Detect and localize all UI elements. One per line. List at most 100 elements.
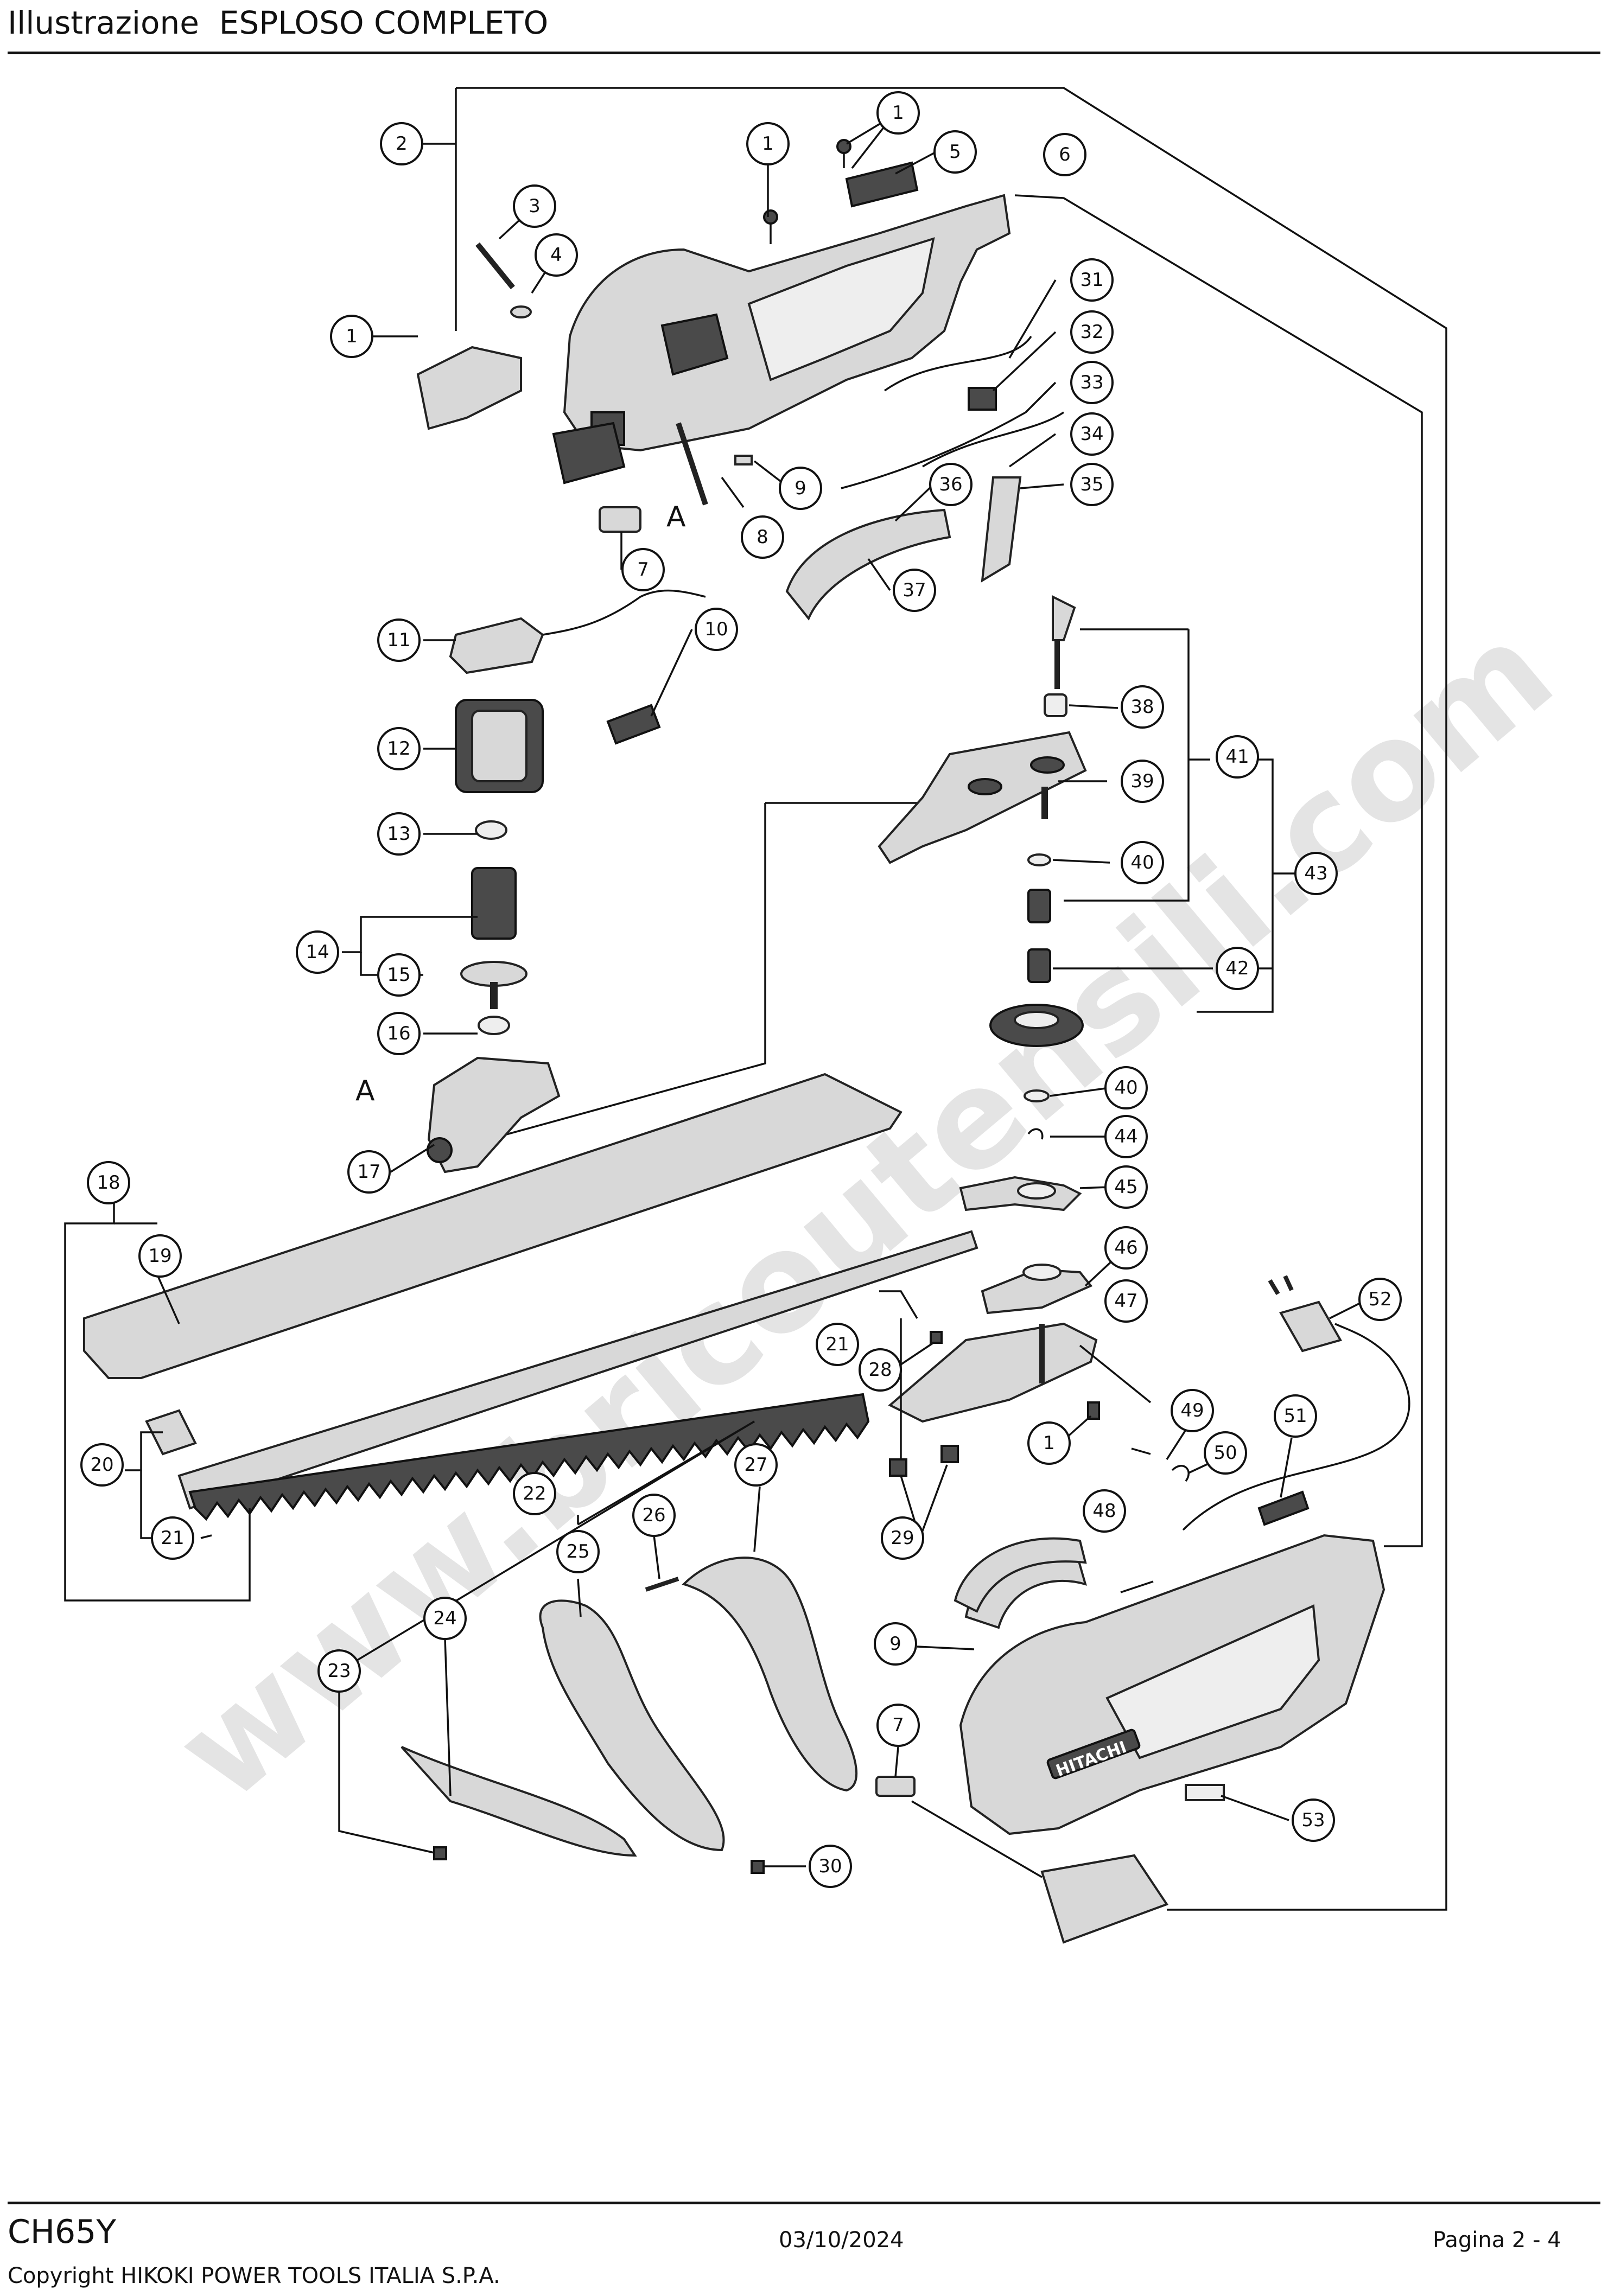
svg-text:7: 7 (637, 559, 649, 581)
svg-text:37: 37 (902, 579, 926, 601)
rubber-cover-part (539, 1599, 725, 1852)
svg-text:25: 25 (566, 1541, 589, 1562)
svg-text:24: 24 (433, 1608, 456, 1629)
svg-text:34: 34 (1080, 423, 1103, 445)
svg-text:30: 30 (818, 1855, 842, 1877)
lever-part (981, 476, 1022, 583)
motor-housing-part: HITACHI (959, 1534, 1385, 1835)
assembly-bracket-line (456, 87, 1447, 1911)
svg-text:9: 9 (795, 477, 806, 499)
svg-text:1: 1 (762, 133, 774, 155)
callout-16: 16 (377, 1012, 421, 1055)
svg-text:11: 11 (387, 629, 410, 651)
callout-1: 1 (876, 91, 920, 135)
svg-text:27: 27 (744, 1454, 767, 1476)
switch-part (606, 704, 661, 745)
svg-text:4: 4 (550, 244, 562, 266)
connector-part (968, 387, 997, 411)
callout-7: 7 (876, 1704, 920, 1747)
svg-text:26: 26 (642, 1504, 665, 1526)
svg-text:21: 21 (825, 1334, 849, 1355)
svg-text:12: 12 (387, 738, 410, 760)
callout-39: 39 (1121, 760, 1164, 803)
screw-part (1087, 1401, 1100, 1420)
svg-text:14: 14 (306, 941, 329, 963)
callout-40: 40 (1104, 1066, 1148, 1109)
pin-part (645, 1577, 679, 1592)
svg-text:2: 2 (396, 133, 408, 155)
callout-10: 10 (695, 608, 738, 651)
callout-47: 47 (1104, 1279, 1148, 1323)
screw-part (433, 1846, 447, 1860)
svg-text:1: 1 (1043, 1432, 1055, 1454)
svg-text:10: 10 (704, 618, 728, 640)
callout-1: 1 (746, 122, 790, 165)
callout-23: 23 (317, 1649, 361, 1693)
callout-29: 29 (881, 1516, 924, 1560)
svg-text:22: 22 (523, 1483, 546, 1504)
armature-part (460, 867, 527, 1009)
callout-21: 21 (816, 1323, 859, 1366)
header-divider (8, 52, 1600, 54)
model-number: CH65Y (8, 2213, 117, 2251)
washer-part (1024, 1089, 1050, 1102)
top-housing-part (563, 194, 1011, 452)
callout-38: 38 (1121, 685, 1164, 729)
washer-part (1027, 853, 1051, 866)
bolt-part (475, 242, 532, 318)
knob-part (1052, 595, 1076, 641)
reference-letter-a: A (666, 501, 686, 533)
svg-text:47: 47 (1114, 1290, 1137, 1312)
power-cord-part (1182, 1275, 1410, 1531)
svg-text:23: 23 (327, 1660, 351, 1682)
switch-button-part (845, 161, 919, 208)
pinion-part (1027, 948, 1051, 983)
svg-text:20: 20 (90, 1454, 113, 1476)
callout-20: 20 (80, 1443, 124, 1487)
footer-divider (8, 2202, 1600, 2204)
motor-stator-part (455, 699, 544, 793)
callout-36: 36 (929, 463, 973, 506)
svg-text:8: 8 (757, 526, 768, 548)
svg-text:1: 1 (346, 326, 358, 347)
callout-9: 9 (874, 1622, 917, 1666)
screw-part (751, 1860, 765, 1874)
callout-8: 8 (741, 515, 784, 559)
callout-33: 33 (1070, 361, 1114, 404)
callout-26: 26 (632, 1494, 676, 1537)
rear-cap-part (1040, 1854, 1169, 1944)
callout-30: 30 (809, 1845, 852, 1888)
svg-text:44: 44 (1114, 1126, 1137, 1147)
callout-35: 35 (1070, 463, 1114, 506)
assembly-bracket-line (1063, 197, 1423, 1547)
svg-text:7: 7 (892, 1714, 904, 1736)
leader-lines (64, 111, 1363, 1878)
svg-text:48: 48 (1092, 1500, 1116, 1522)
callout-1: 1 (330, 315, 373, 358)
callout-44: 44 (1104, 1115, 1148, 1158)
rubber-cover-part (682, 1557, 858, 1792)
washer-part (930, 1331, 943, 1344)
svg-text:33: 33 (1080, 372, 1103, 393)
blade-guard-part (83, 1073, 902, 1379)
crank-part (1027, 889, 1051, 923)
document-date: 03/10/2024 (779, 2228, 904, 2253)
svg-text:31: 31 (1080, 269, 1103, 291)
svg-text:19: 19 (148, 1245, 171, 1267)
svg-text:40: 40 (1114, 1077, 1137, 1099)
spacer-part (875, 1776, 916, 1797)
callout-7: 7 (621, 548, 665, 591)
bearing-part (475, 820, 507, 840)
label-part (1185, 1784, 1225, 1801)
callout-37: 37 (893, 569, 936, 612)
callout-12: 12 (377, 727, 421, 770)
svg-text:29: 29 (891, 1527, 914, 1549)
wire-part (884, 336, 1032, 392)
callout-3: 3 (513, 184, 556, 228)
svg-text:32: 32 (1080, 321, 1103, 343)
side-cover-part (416, 346, 641, 533)
svg-text:42: 42 (1225, 958, 1249, 979)
svg-text:53: 53 (1301, 1809, 1325, 1831)
callout-49: 49 (1171, 1389, 1214, 1432)
